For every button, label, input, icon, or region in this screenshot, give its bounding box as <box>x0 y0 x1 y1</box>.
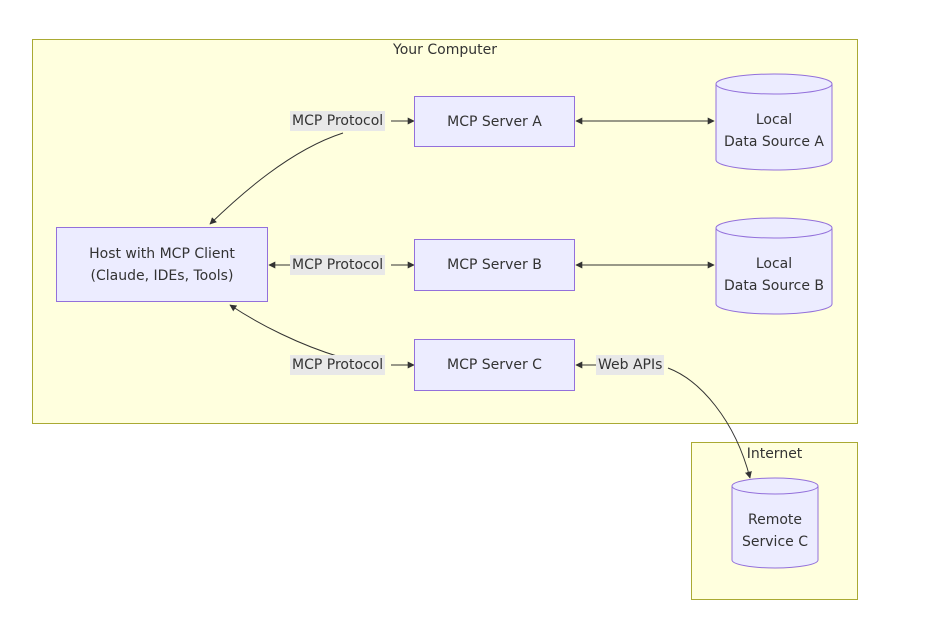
edge-label-host-server-c: MCP Protocol <box>290 355 386 375</box>
node-host-label: Host with MCP Client (Claude, IDEs, Tool… <box>89 245 235 284</box>
node-mcp-server-b: MCP Server B <box>414 239 575 291</box>
edge-host-server-c-curve <box>229 304 341 358</box>
edge-label-host-server-b: MCP Protocol <box>290 255 386 275</box>
node-mcp-server-c: MCP Server C <box>414 339 575 391</box>
node-server-c-label: MCP Server C <box>447 357 542 373</box>
edge-label-web-apis: Web APIs <box>596 355 665 375</box>
cluster-internet: Internet <box>691 442 858 600</box>
node-mcp-server-a: MCP Server A <box>414 96 575 147</box>
cylinder-data-source-b <box>715 217 833 315</box>
edge-label-host-server-a: MCP Protocol <box>290 111 386 131</box>
node-server-a-label: MCP Server A <box>447 113 542 130</box>
remote-service-c-label: Remote Service C <box>742 512 808 550</box>
cluster-title-your-computer: Your Computer <box>393 42 497 58</box>
cluster-title-internet: Internet <box>746 446 803 462</box>
cylinder-data-source-a <box>715 73 833 171</box>
edge-server-c-web-curve <box>667 367 752 479</box>
data-source-b-label: Local Data Source B <box>723 256 825 294</box>
data-source-a-label: Local Data Source A <box>724 112 824 150</box>
node-server-b-label: MCP Server B <box>447 257 542 273</box>
node-host-mcp-client: Host with MCP Client (Claude, IDEs, Tool… <box>56 227 268 302</box>
cylinder-remote-service-c <box>731 477 819 569</box>
edge-host-server-a-curve <box>209 132 344 225</box>
